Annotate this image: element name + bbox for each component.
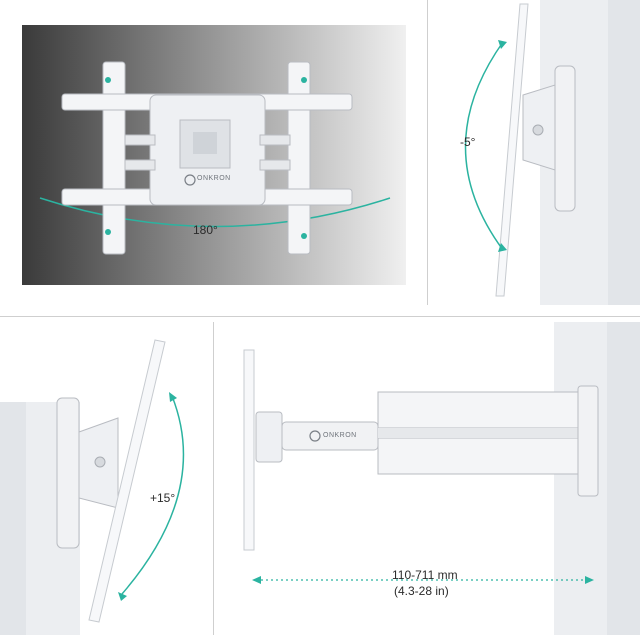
rotation-arc (39, 197, 391, 228)
extension-brand-text: ONKRON (323, 432, 357, 439)
tilt-up-angle-label: +15° (150, 491, 176, 505)
arm-upper (377, 391, 579, 429)
wall-bracket (554, 65, 576, 212)
extension-illustration (243, 322, 640, 635)
tilt-up-panel: +15° (0, 322, 213, 635)
tilt-down-panel: -5° (428, 0, 640, 305)
tilt-arc (121, 395, 185, 595)
tilt-down-illustration (464, 0, 640, 305)
rotation-panel: ONKRON 180° (0, 0, 427, 305)
tilt-up-illustration (0, 339, 185, 635)
tv-edge (495, 3, 529, 297)
mount-plate (61, 61, 353, 255)
extension-panel: ONKRON 110-711 mm (4.3-28 in) (214, 322, 640, 635)
wall-bracket (56, 397, 80, 549)
rotation-brand-text: ONKRON (197, 175, 231, 182)
rotation-illustration (22, 25, 406, 285)
rotation-angle-label: 180° (193, 223, 218, 237)
arm-lower (377, 437, 579, 475)
vertical-divider-bottom (213, 322, 214, 635)
tv-edge (243, 349, 255, 551)
tilt-arc (464, 41, 504, 251)
wall-bracket (577, 385, 599, 497)
tilt-down-angle-label: -5° (460, 135, 476, 149)
horizontal-divider (0, 316, 640, 317)
tv-edge (88, 339, 166, 623)
extension-range-metric: 110-711 mm (392, 568, 458, 582)
extension-range-imperial: (4.3-28 in) (394, 584, 449, 598)
vertical-divider-top (427, 0, 428, 305)
